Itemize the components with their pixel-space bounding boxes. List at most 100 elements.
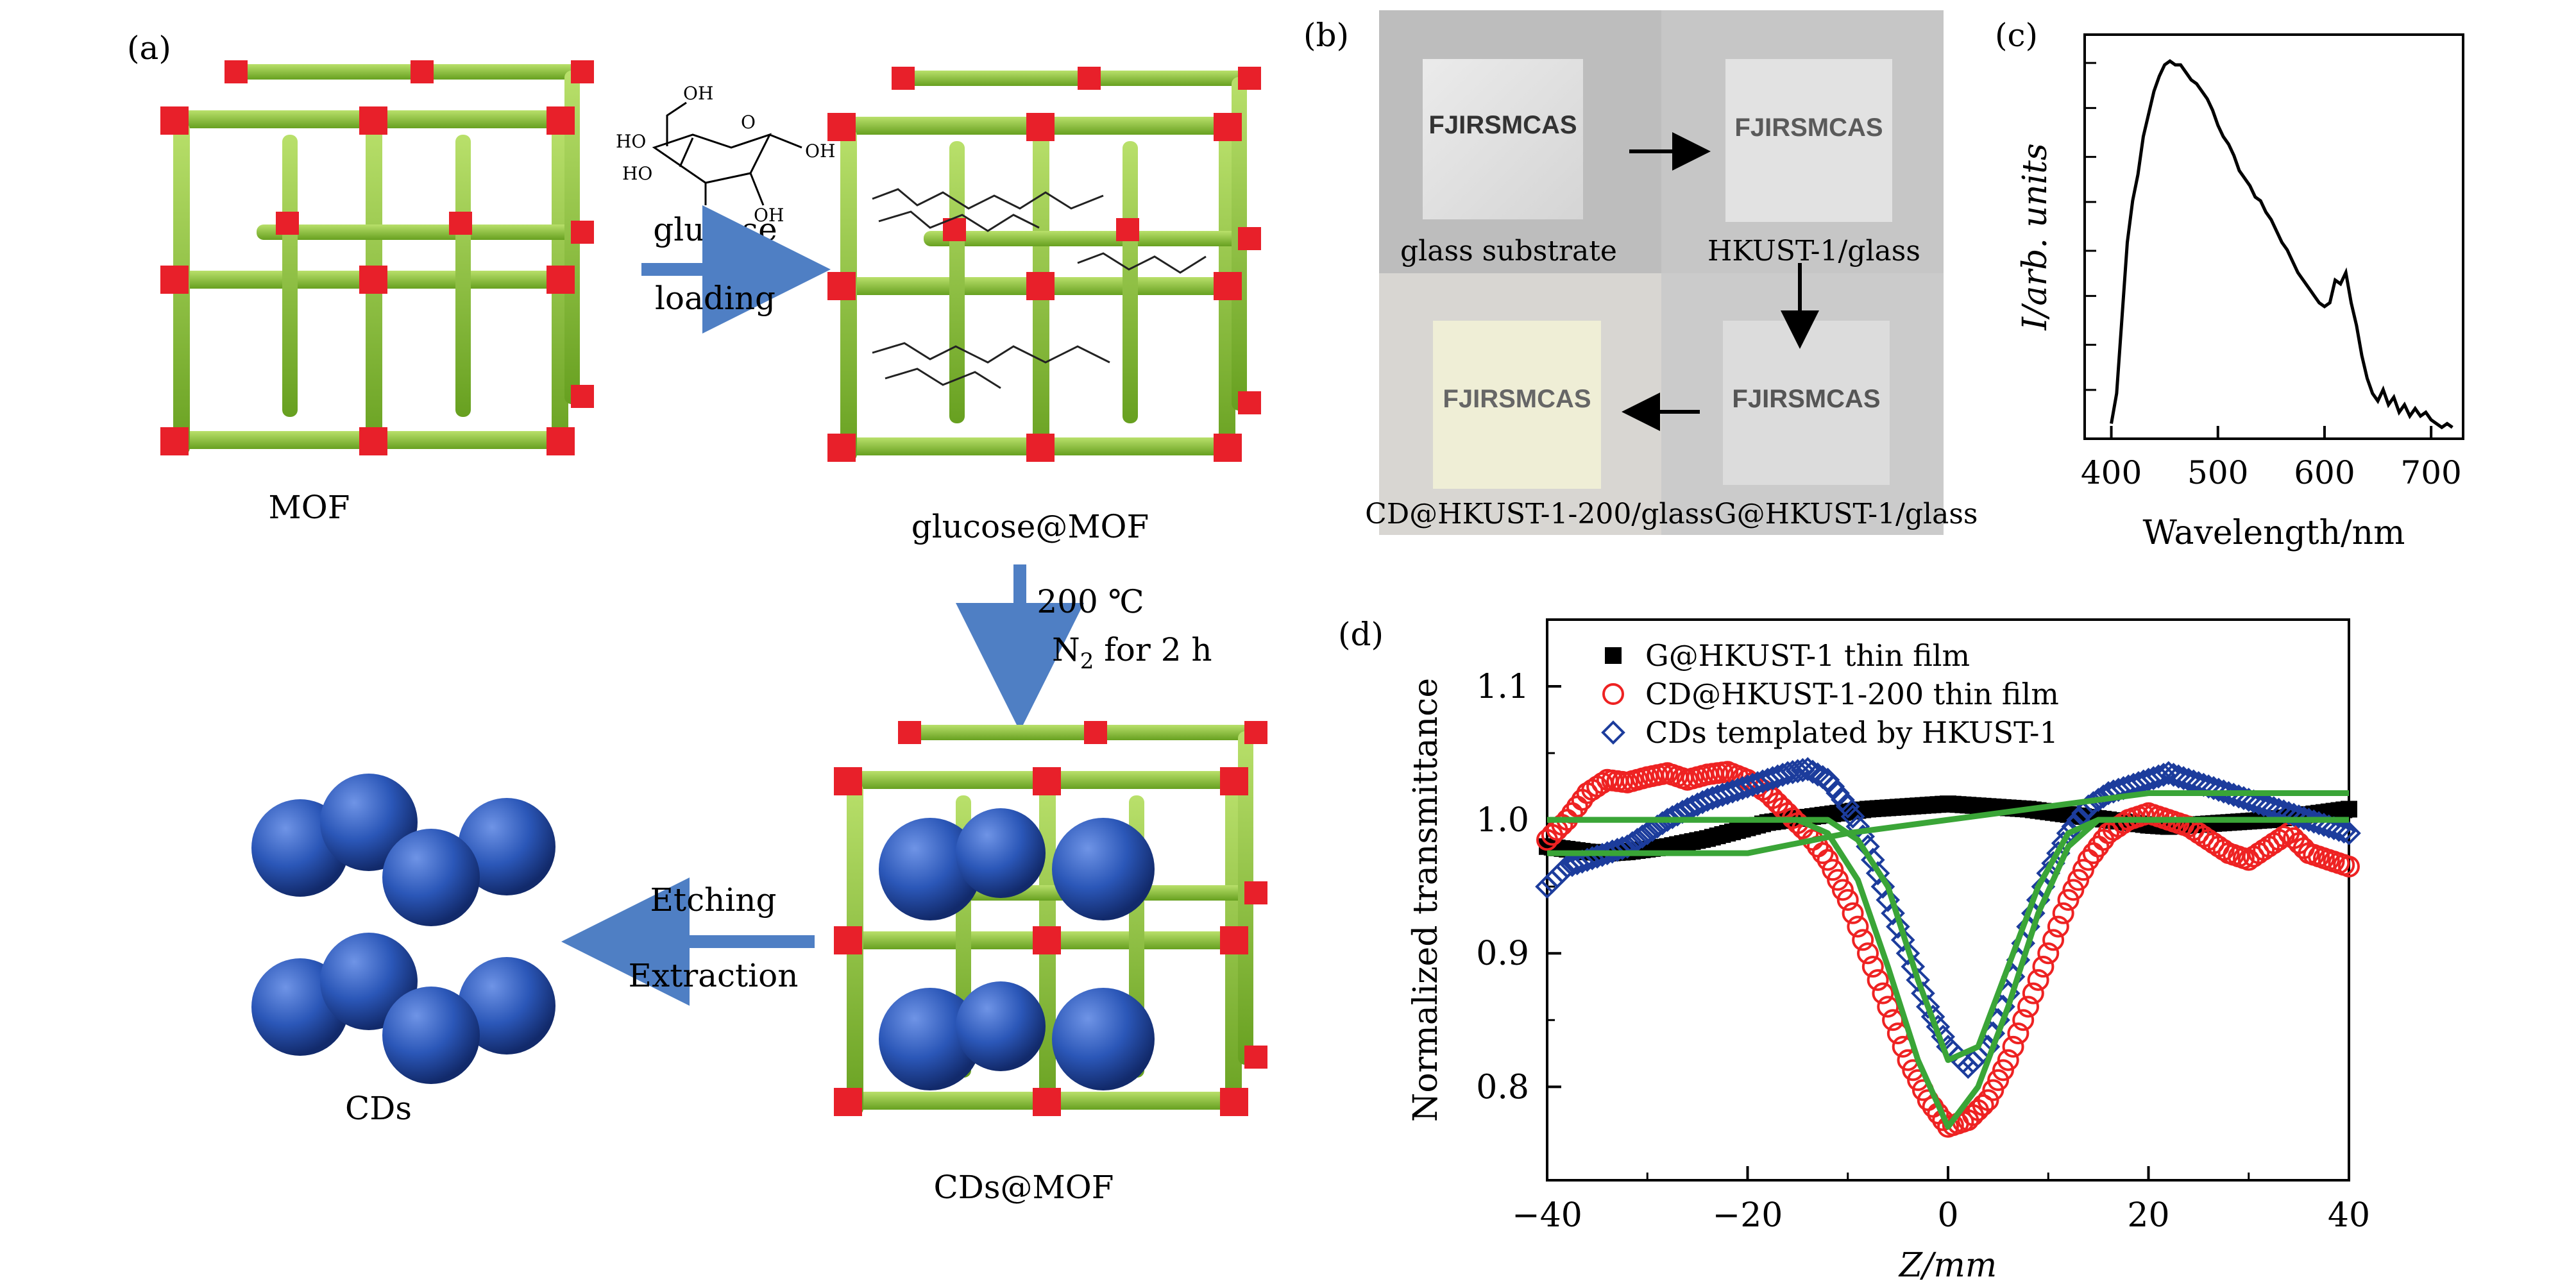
legend-marker <box>1602 683 1624 705</box>
plot-d-fit-line <box>1547 790 2349 856</box>
panel-c-label: (c) <box>1995 17 2038 54</box>
plot-d-marker <box>2151 763 2176 787</box>
plot-c-ticks <box>2085 62 2433 439</box>
caption-g-hkust-glass: G@HKUST-1/glass <box>1714 498 1978 530</box>
molecule-oh-2: OH <box>805 140 835 162</box>
plot-d-marker <box>1870 874 1895 899</box>
mof-framework <box>160 60 594 455</box>
plot-d-ticks <box>1546 685 2350 1180</box>
step2-line2: N2 for 2 h <box>1052 631 1212 674</box>
plot-d-marker <box>1847 915 1869 938</box>
plot-d-marker <box>1660 805 1685 829</box>
plot-d-marker <box>1997 1049 2019 1071</box>
plot-d-marker <box>1872 982 1894 1004</box>
plot-d-marker <box>1867 969 1889 991</box>
plot-c-ylabel: I/arb. units <box>2016 143 2055 330</box>
glucose-molecule: OH O HO HO OH OH <box>616 83 835 226</box>
legend-marker <box>1605 647 1622 664</box>
plot-d-ytick-label: 1.0 <box>1476 801 1529 840</box>
plot-d-marker <box>1992 1059 2014 1081</box>
plot-c-xtick-label: 400 <box>2081 454 2142 491</box>
plot-d-marker <box>1790 758 1815 783</box>
panel-a: (a) <box>127 30 1267 1206</box>
plot-d-fit-curves <box>1547 790 2349 1130</box>
plot-d-marker <box>1987 1069 2010 1091</box>
plot-d-xtick-label: 40 <box>2328 1196 2370 1235</box>
cds-mof-framework <box>834 721 1267 1135</box>
plot-d-marker <box>2341 801 2357 818</box>
plot-d-marker <box>2057 889 2080 911</box>
plot-d-marker <box>2022 982 2044 1004</box>
plot-d-marker <box>1877 996 1899 1018</box>
plot-d-marker <box>1876 888 1901 912</box>
legend-entry: CDs templated by HKUST-1 <box>1601 715 2058 750</box>
legend-entry: CD@HKUST-1-200 thin film <box>1602 677 2059 711</box>
slide-text-3: FJIRSMCAS <box>1732 385 1880 413</box>
plot-c-xtick-label: 500 <box>2187 454 2248 491</box>
mof-label: MOF <box>269 489 350 526</box>
plot-d-marker <box>1665 802 1690 827</box>
plot-d-marker <box>2012 1009 2035 1031</box>
cds-mof-label: CDs@MOF <box>934 1169 1114 1206</box>
plot-d-marker <box>1835 794 1860 819</box>
slide-text-2: FJIRSMCAS <box>1734 114 1883 142</box>
step1-top-label: glucose <box>653 211 777 248</box>
plot-d-series-1 <box>1536 761 2360 1138</box>
plot-d-marker <box>2027 969 2049 991</box>
plot-d-xtick-label: 0 <box>1937 1196 1958 1235</box>
plot-d-marker <box>1857 942 1879 965</box>
plot-d-marker <box>2067 869 2090 891</box>
slide-text-1: FJIRSMCAS <box>1428 111 1577 139</box>
plot-d-marker <box>1840 804 1865 829</box>
plot-d-marker <box>1831 879 1854 901</box>
plot-d-marker <box>1610 836 1635 861</box>
plot-d-marker <box>2061 814 2086 839</box>
glass-substrate-slide <box>1423 59 1583 219</box>
plot-d-ytick-label: 0.8 <box>1476 1068 1529 1106</box>
plot-d-marker <box>1785 759 1810 784</box>
step3-bottom-label: Extraction <box>629 957 799 994</box>
plot-d-ylabel: Normalized transmittance <box>1407 678 1445 1122</box>
plot-d-series <box>1535 757 2361 1138</box>
plot-d-ytick-label: 1.1 <box>1476 668 1529 706</box>
legend-label: G@HKUST-1 thin film <box>1645 638 1970 673</box>
step1-bottom-label: loading <box>655 280 775 317</box>
panel-d-label: (d) <box>1338 616 1384 653</box>
plot-d-marker <box>2047 915 2069 938</box>
plot-d-marker <box>1911 981 1935 1006</box>
plot-d-xlabel: Z/mm <box>1898 1246 1997 1285</box>
plot-d-marker <box>1550 859 1575 884</box>
step3-top-label: Etching <box>650 881 777 919</box>
glucose-mof-framework <box>827 67 1261 481</box>
plot-c-frame <box>2083 33 2464 440</box>
panel-b-label: (b) <box>1303 17 1349 54</box>
plot-d-marker <box>1836 889 1859 911</box>
plot-d-marker <box>1881 901 1905 926</box>
plot-d-ytick-label: 0.9 <box>1476 935 1529 973</box>
plot-d-marker <box>1895 941 1920 966</box>
plot-d-marker <box>2037 942 2060 965</box>
panel-b: (b) FJIRSMCAS FJIRSMCAS FJIRSMCAS FJIRSM… <box>1303 10 1978 535</box>
plot-d-marker <box>2007 1022 2029 1045</box>
plot-d-marker <box>2032 956 2055 978</box>
plot-c-xlabel: Wavelength/nm <box>2143 514 2405 552</box>
plot-d-marker <box>1901 954 1926 979</box>
plot-d-marker <box>2337 821 2361 845</box>
caption-hkust-glass: HKUST-1/glass <box>1707 235 1920 267</box>
glucose-mof-label: glucose@MOF <box>911 508 1149 545</box>
plot-c-xtick-label: 700 <box>2400 454 2461 491</box>
legend-label: CD@HKUST-1-200 thin film <box>1645 677 2059 711</box>
plot-d-marker <box>1915 994 1940 1019</box>
hkust-glass-slide <box>1725 59 1892 222</box>
plot-d-marker <box>1770 763 1795 787</box>
legend-marker <box>1601 720 1625 745</box>
cds-label: CDs <box>345 1090 412 1127</box>
plot-d-marker <box>1865 861 1890 886</box>
cds-spheres <box>251 774 555 1084</box>
plot-d-fit-line <box>1547 817 2349 1130</box>
